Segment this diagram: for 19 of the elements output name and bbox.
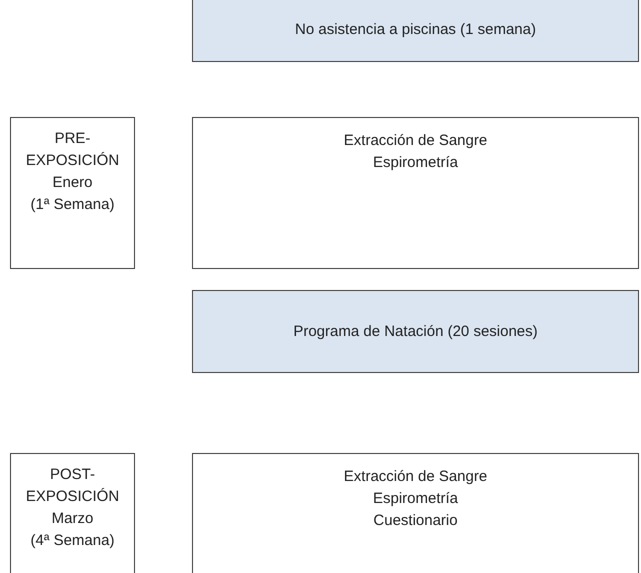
measurement-box	[192, 453, 639, 573]
phase-box	[192, 0, 639, 62]
box-text: (1ª Semana)	[30, 195, 114, 215]
box-text: No asistencia a piscinas (1 semana)	[295, 20, 536, 40]
box-text: Cuestionario	[373, 511, 458, 531]
box-text: Marzo	[52, 509, 94, 529]
box-text: PRE-EXPOSICIÓN	[24, 129, 120, 171]
phase-box	[192, 290, 639, 373]
box-text: Espirometría	[372, 489, 458, 509]
measurement-box	[192, 117, 639, 269]
timepoint-box	[10, 117, 135, 269]
box-text: Espirometría	[372, 153, 458, 173]
box-text: Extracción de Sangre	[344, 131, 488, 151]
timepoint-box	[10, 453, 135, 573]
box-text: Extracción de Sangre	[344, 467, 488, 487]
box-text: POST-EXPOSICIÓN	[24, 465, 120, 507]
box-text: Enero	[52, 173, 93, 193]
box-text: Programa de Natación (20 sesiones)	[293, 322, 538, 342]
box-text: (4ª Semana)	[30, 531, 114, 551]
